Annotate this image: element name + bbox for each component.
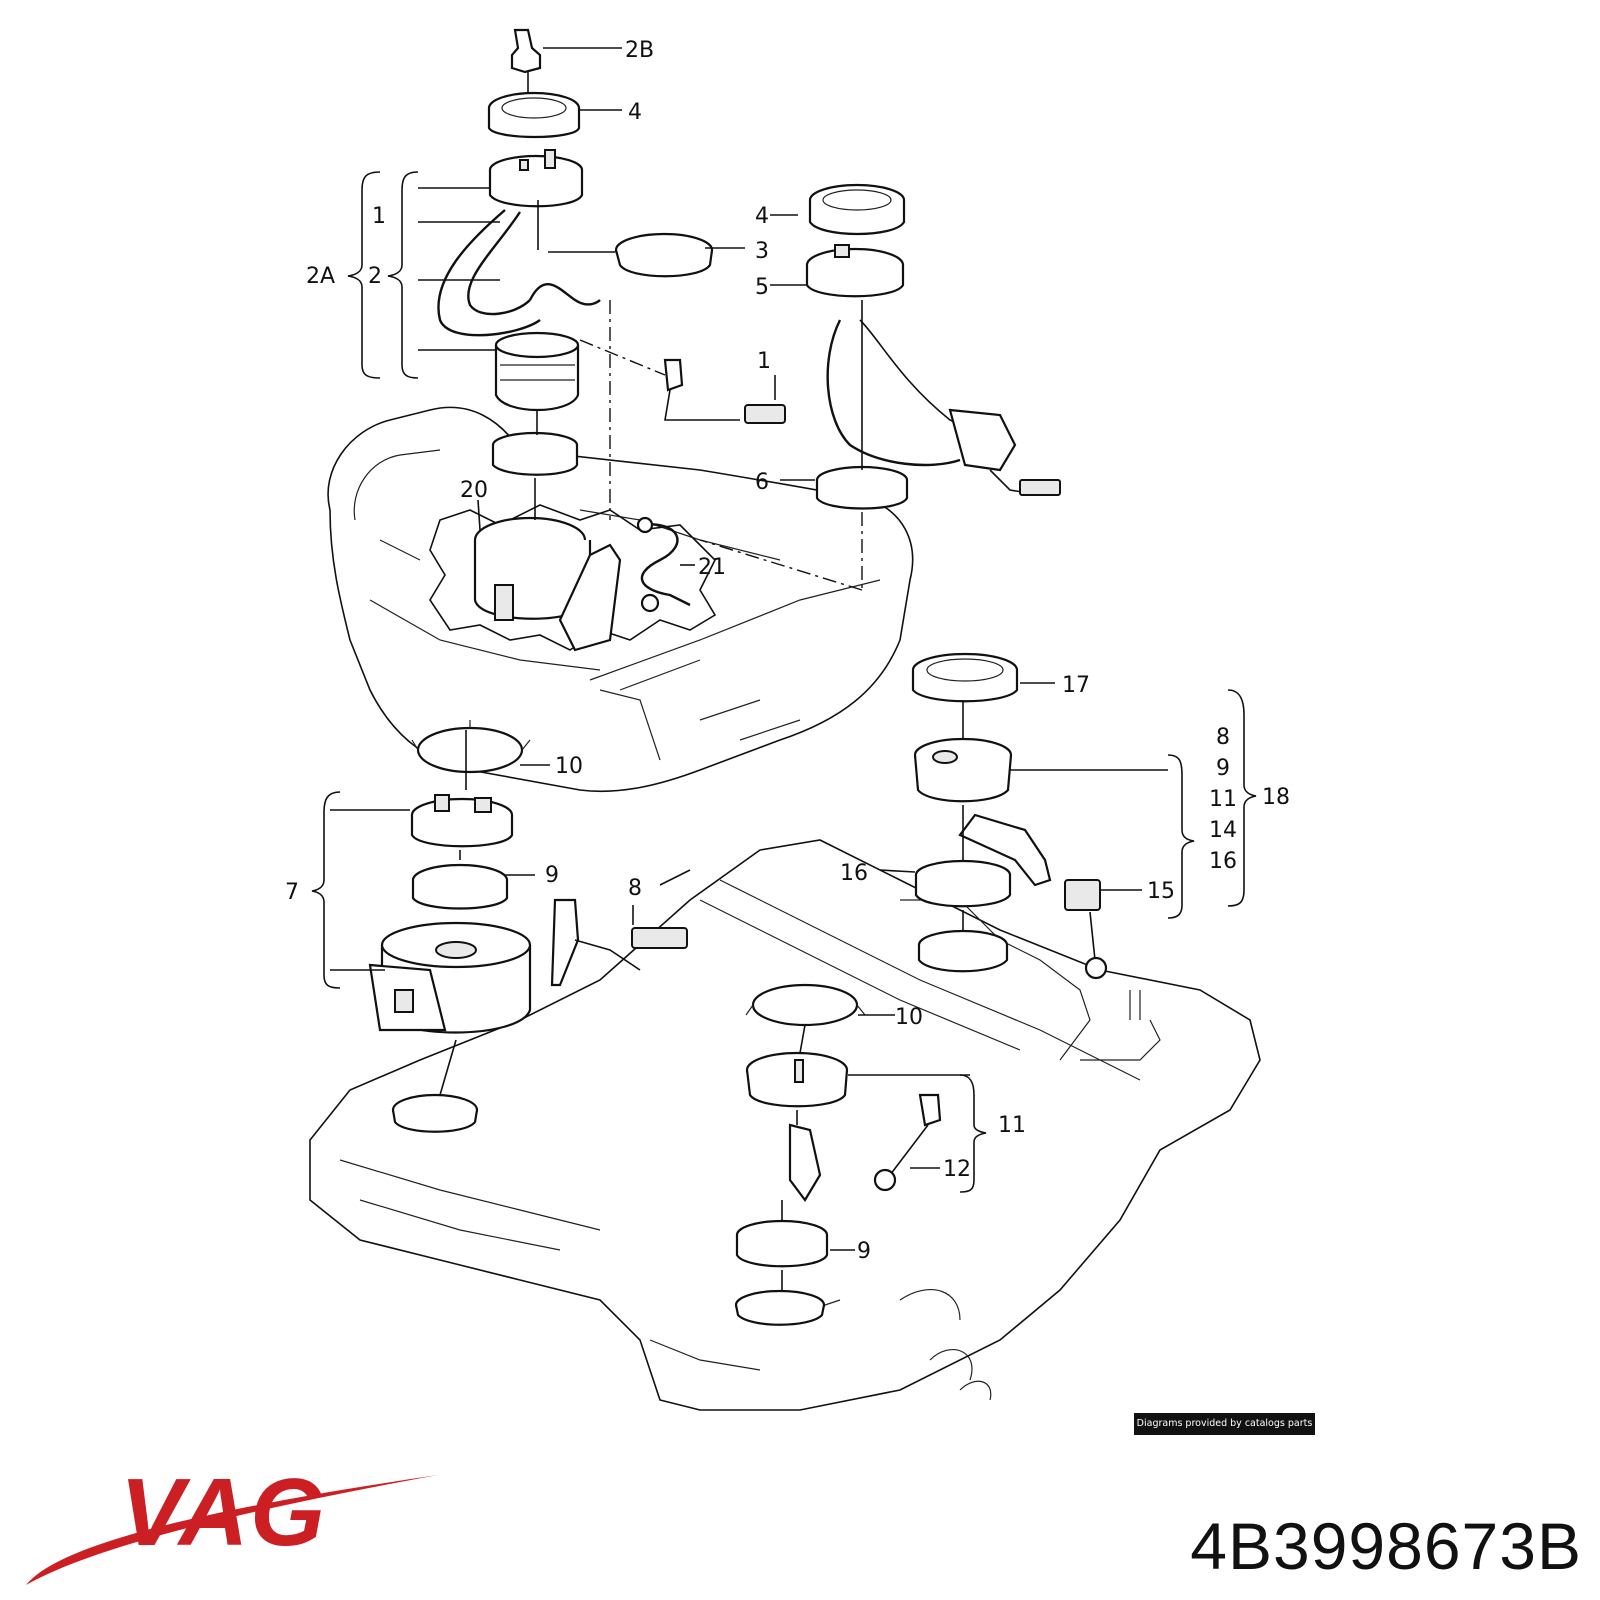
callout-15: 15 [1147,879,1175,904]
callout-12: 12 [943,1157,971,1182]
callout-4: 4 [755,204,769,229]
callout-3: 3 [755,239,769,264]
part-number: 4B3998673B [1190,1509,1582,1583]
callout-6: 6 [755,470,769,495]
callout-9: 9 [857,1239,871,1264]
center-sender-assembly [734,983,942,1326]
vag-logo: VAG [26,1459,438,1585]
right-sender-assembly [614,183,1061,591]
callout-8: 8 [628,876,642,901]
callout-11: 11 [1209,787,1237,812]
callout-labels: 2B 4 1 2 2A 4 3 5 1 6 20 21 17 8 9 11 14… [285,38,1290,1264]
callout-1: 1 [757,349,771,374]
callout-2: 2 [368,264,382,289]
callout-18: 18 [1262,785,1290,810]
diagram-credit-label: Diagrams provided by catalogs parts [1134,1413,1315,1435]
leader-lines [311,47,1257,1251]
callout-7: 7 [285,880,299,905]
callout-17: 17 [1062,673,1090,698]
callout-4: 4 [628,100,642,125]
callout-2B: 2B [625,38,654,63]
callout-14: 14 [1209,818,1237,843]
callout-10: 10 [555,754,583,779]
callout-16: 16 [1209,849,1237,874]
upper-tank-outline [327,406,914,793]
vag-logo-text: VAG [120,1459,327,1566]
callout-20: 20 [460,478,488,503]
callout-9: 9 [545,863,559,888]
right-pump-assembly [911,652,1141,1020]
left-pump-assembly [368,720,688,1133]
main-pump-assembly [437,28,786,652]
callout-21: 21 [698,555,726,580]
callout-10: 10 [895,1005,923,1030]
callout-1: 1 [372,204,386,229]
callout-9: 9 [1216,756,1230,781]
callout-11: 11 [998,1113,1026,1138]
callout-5: 5 [755,275,769,300]
callout-8: 8 [1216,725,1230,750]
callout-16: 16 [840,861,868,886]
callout-2A: 2A [306,264,335,289]
